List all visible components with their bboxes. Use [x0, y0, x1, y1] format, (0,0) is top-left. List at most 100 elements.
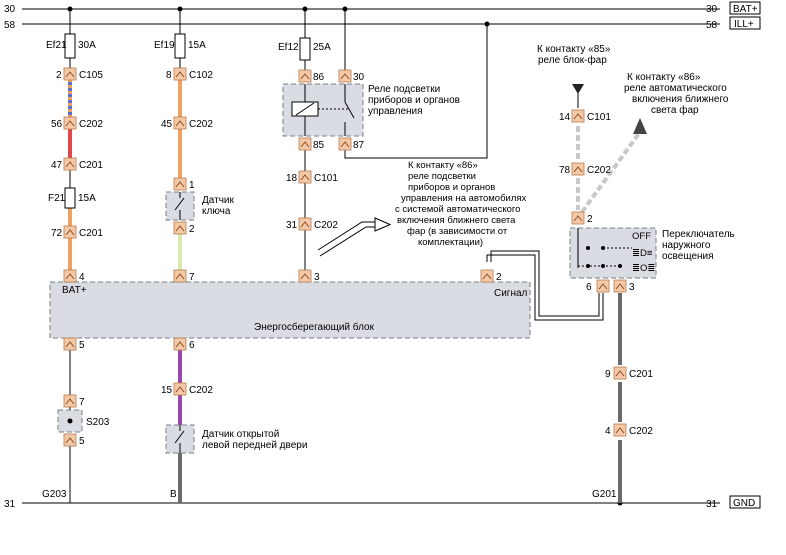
relay-pin-85: 85: [313, 140, 325, 151]
svg-text:C202: C202: [189, 119, 213, 130]
svg-text:2: 2: [496, 272, 502, 283]
rail-gnd-tag: GND: [733, 498, 755, 509]
annotation-arrow: [317, 217, 392, 257]
connector-c201-b: 72 C201: [51, 225, 103, 239]
connector-c201-a: 47 C201: [51, 157, 103, 171]
svg-text:C202: C202: [79, 119, 103, 130]
label-contact86-auto: К контакту «86» реле автоматического вкл…: [624, 72, 729, 116]
svg-text:31: 31: [286, 220, 298, 231]
svg-text:4: 4: [79, 272, 85, 283]
block-bat-label: BAT+: [62, 285, 87, 296]
rail-gnd: 31 31 GND: [4, 495, 761, 510]
block-name: Энергосберегающий блок: [254, 321, 375, 333]
svg-text:Переключатель: Переключатель: [662, 229, 735, 240]
svg-text:приборов и органов: приборов и органов: [408, 182, 495, 193]
energy-saving-block: 4 7 3 2 5 6 BAT+ Сигнал Энергосберегающи…: [49, 269, 531, 351]
svg-text:освещения: освещения: [662, 251, 714, 262]
fuse-f21-rating: 15A: [78, 193, 96, 204]
ground-g203: G203: [42, 489, 67, 500]
wire-column-3: [298, 9, 488, 307]
svg-text:C202: C202: [189, 385, 213, 396]
svg-text:C105: C105: [79, 70, 103, 81]
svg-text:1: 1: [189, 180, 195, 191]
svg-text:реле подсветки: реле подсветки: [408, 171, 476, 182]
svg-text:5: 5: [79, 436, 85, 447]
svg-text:2: 2: [587, 214, 593, 225]
svg-text:управления: управления: [368, 106, 423, 117]
svg-text:C101: C101: [314, 173, 338, 184]
connector-c201-c: 9 C201: [605, 366, 653, 380]
svg-text:6: 6: [586, 282, 592, 293]
fuse-ef12-id: Ef12: [278, 42, 299, 53]
svg-text:К контакту «86»: К контакту «86»: [408, 160, 478, 171]
svg-text:8: 8: [166, 70, 172, 81]
fuse-ef21: Ef21 30A: [46, 33, 96, 70]
fuse-f21-id: F21: [48, 193, 66, 204]
svg-text:наружного: наружного: [662, 240, 711, 251]
wire-column-5: [572, 84, 647, 503]
connector-c101-b: 14 C101: [559, 109, 611, 123]
connector-c101-a: 18 C101: [286, 170, 338, 184]
svg-text:18: 18: [286, 173, 298, 184]
svg-text:C201: C201: [629, 369, 653, 380]
rail-ill-tag: ILL+: [734, 19, 754, 30]
rail-gnd-num-right: 31: [706, 499, 718, 510]
svg-text:C102: C102: [189, 70, 213, 81]
svg-text:К контакту «86»: К контакту «86»: [627, 72, 701, 83]
svg-text:света фар: света фар: [651, 104, 699, 116]
svg-text:S203: S203: [86, 417, 110, 428]
fuse-f21: F21 15A: [48, 187, 96, 209]
svg-text:5: 5: [79, 340, 85, 351]
svg-text:C202: C202: [629, 426, 653, 437]
rail-bat-num: 30: [4, 4, 16, 15]
svg-text:C201: C201: [79, 160, 103, 171]
svg-text:OFF: OFF: [632, 231, 651, 242]
fuse-ef19-rating: 15A: [188, 40, 206, 51]
svg-text:C201: C201: [79, 228, 103, 239]
connector-c202-e: 15 C202: [161, 382, 213, 396]
svg-text:15: 15: [161, 385, 173, 396]
connector-c202-c: 31 C202: [286, 217, 338, 231]
svg-text:2: 2: [56, 70, 62, 81]
svg-text:с системой автоматического: с системой автоматического: [395, 204, 520, 215]
svg-text:4: 4: [605, 426, 611, 437]
svg-text:14: 14: [559, 112, 571, 123]
connector-c202-a: 56 C202: [51, 116, 103, 130]
svg-text:3: 3: [629, 282, 635, 293]
switch-parking-icon: ≣D≡: [632, 248, 653, 259]
light-switch: 2 OFF ≣D≡ ≣O≣ 6 3 Переключатель наружног…: [569, 211, 735, 293]
svg-text:7: 7: [79, 397, 85, 408]
fuse-ef19: Ef19 15A: [154, 33, 206, 70]
relay-pin-30: 30: [353, 72, 365, 83]
rail-ill-num-right: 58: [706, 20, 718, 31]
connector-c202-d: 78 C202: [559, 162, 611, 176]
rail-ill: 58 58 ILL+: [4, 16, 761, 31]
svg-text:6: 6: [189, 340, 195, 351]
fuse-ef21-rating: 30A: [78, 40, 96, 51]
fuse-ef12: Ef12 25A: [278, 37, 331, 61]
splice-s203: 7 S203 5: [57, 394, 110, 447]
door-sensor: Датчик открытой левой передней двери: [165, 424, 307, 454]
svg-text:левой передней двери: левой передней двери: [202, 440, 307, 451]
svg-text:Реле подсветки: Реле подсветки: [368, 84, 440, 95]
svg-text:C101: C101: [587, 112, 611, 123]
svg-text:включения ближнего света: включения ближнего света: [397, 215, 516, 226]
relay-block: 86 30 85 87 Реле подсветки приборов и ор…: [282, 69, 460, 151]
label-contact86-relay: К контакту «86» реле подсветки приборов …: [395, 160, 527, 248]
svg-text:Датчик: Датчик: [202, 195, 234, 206]
svg-text:комплектации): комплектации): [418, 237, 483, 248]
fuse-ef21-id: Ef21: [46, 40, 67, 51]
svg-text:К контакту «85»: К контакту «85»: [537, 44, 611, 55]
rail-bat-tag: BAT+: [733, 4, 758, 15]
svg-text:фар (в зависимости от: фар (в зависимости от: [407, 226, 508, 237]
relay-pin-87: 87: [353, 140, 365, 151]
ground-b: B: [170, 489, 177, 500]
svg-text:C202: C202: [587, 165, 611, 176]
svg-text:реле автоматического: реле автоматического: [624, 83, 727, 94]
connector-c202-f: 4 C202: [605, 423, 653, 437]
connector-c202-b: 45 C202: [161, 116, 213, 130]
key-sensor: 1 2 Датчик ключа: [165, 177, 234, 235]
svg-text:7: 7: [189, 272, 195, 283]
rail-bat-num-right: 30: [706, 4, 718, 15]
